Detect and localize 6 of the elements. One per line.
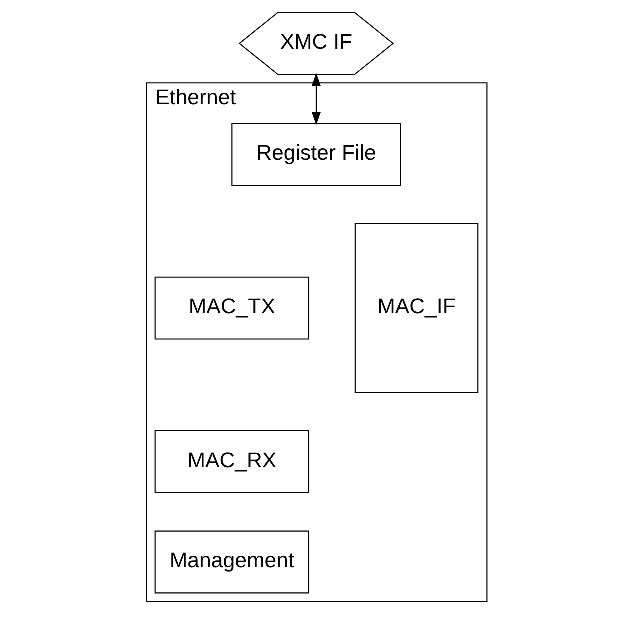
node-box: MAC_IF xyxy=(354,223,478,394)
node-box: Register File xyxy=(231,123,401,186)
arrow xyxy=(311,73,320,126)
node-box: MAC_TX xyxy=(154,276,310,340)
node-box: MAC_RX xyxy=(154,430,310,494)
node-box: Management xyxy=(154,530,310,594)
